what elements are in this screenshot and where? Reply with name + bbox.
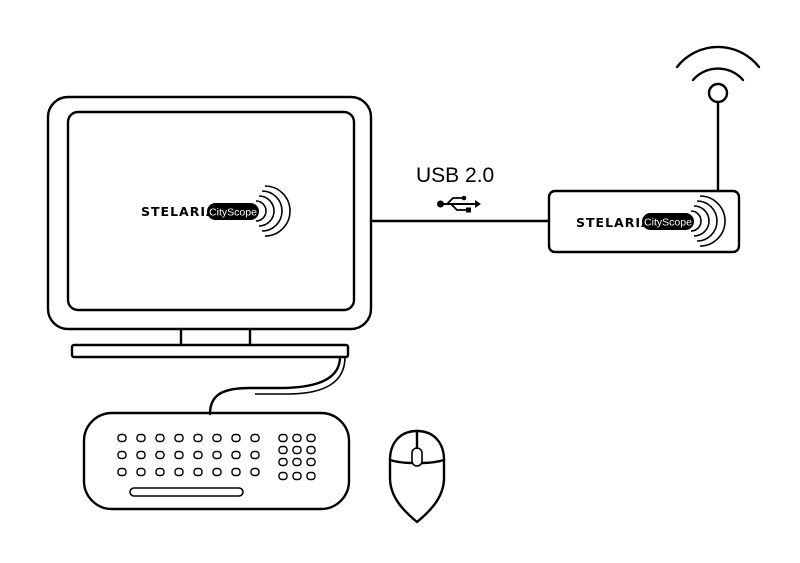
keyboard-key — [231, 467, 241, 477]
receiver-brand-product: CityScope — [644, 217, 692, 229]
computer-brand-product: CityScope — [209, 207, 257, 219]
keyboard-key — [117, 467, 127, 477]
keyboard-key — [231, 450, 241, 460]
keyboard-cable — [208, 355, 342, 416]
keyboard-key — [292, 433, 302, 443]
signal-waves-icon — [255, 185, 291, 237]
keyboard-key — [278, 457, 288, 467]
mouse-scroll-wheel — [411, 447, 423, 467]
keyboard-icon — [82, 411, 351, 511]
keyboard-key — [278, 471, 288, 481]
mouse-cable — [255, 356, 346, 395]
keyboard-key — [136, 433, 146, 443]
keyboard-key — [174, 467, 184, 477]
keyboard-key — [306, 471, 316, 481]
keyboard-key — [306, 433, 316, 443]
usb-icon — [437, 195, 481, 213]
keyboard-key — [193, 467, 203, 477]
receiver-brand-logo: STELARIA CityScope — [576, 195, 726, 247]
mouse-icon — [388, 429, 446, 524]
keyboard-key — [306, 457, 316, 467]
keyboard-key — [292, 457, 302, 467]
receiver-brand-name: STELARIA — [576, 215, 652, 230]
keyboard-key — [155, 450, 165, 460]
keyboard-key — [212, 467, 222, 477]
keyboard-key — [155, 433, 165, 443]
keyboard-key — [231, 433, 241, 443]
keyboard-spacebar — [129, 487, 244, 497]
receiver-brand-pill — [642, 213, 694, 230]
monitor-icon — [46, 95, 373, 359]
computer-brand-logo: STELARIA CityScope — [141, 185, 291, 237]
keyboard-key — [212, 450, 222, 460]
computer-brand-name: STELARIA — [141, 204, 217, 219]
keyboard-key — [250, 467, 260, 477]
keyboard-key — [155, 467, 165, 477]
signal-waves-icon — [690, 195, 726, 247]
keyboard-key — [117, 450, 127, 460]
receiver-device — [547, 189, 741, 254]
keyboard-key — [278, 433, 288, 443]
keyboard-key — [174, 433, 184, 443]
keyboard-key — [250, 433, 260, 443]
computer-brand-pill — [207, 203, 259, 220]
keyboard-keys — [117, 433, 316, 481]
keyboard-key — [136, 450, 146, 460]
keyboard-key — [193, 450, 203, 460]
keyboard-key — [250, 450, 260, 460]
keyboard-key — [306, 445, 316, 455]
keyboard-key — [136, 467, 146, 477]
keyboard-key — [174, 450, 184, 460]
keyboard-key — [117, 433, 127, 443]
keyboard-key — [278, 445, 288, 455]
keyboard-key — [292, 445, 302, 455]
keyboard-key — [292, 471, 302, 481]
usb-connection-label: USB 2.0 — [416, 164, 494, 187]
antenna-icon — [675, 45, 761, 193]
keyboard-key — [212, 433, 222, 443]
keyboard-key — [193, 433, 203, 443]
